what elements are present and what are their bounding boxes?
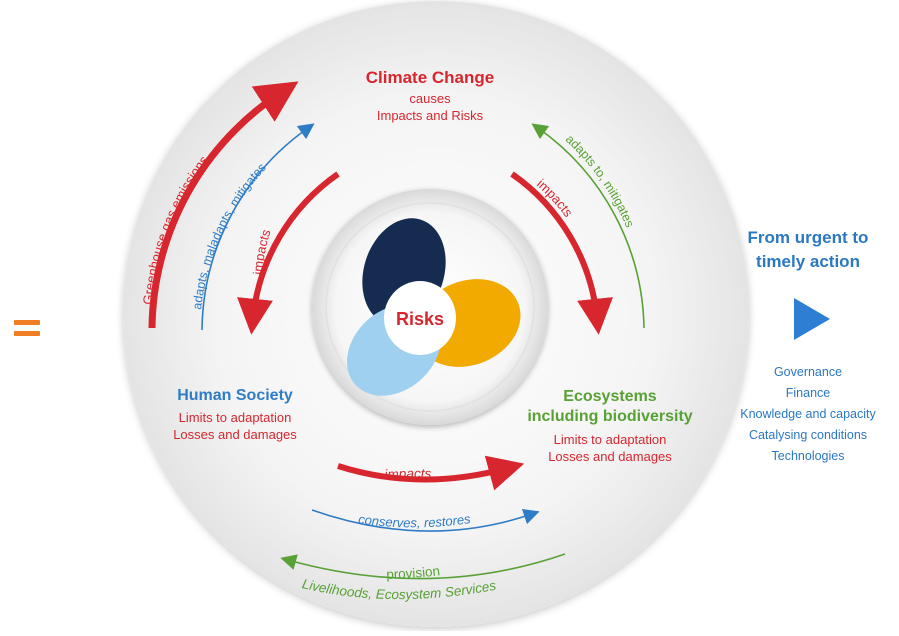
climate-change-line1: causes — [409, 91, 451, 106]
side-panel: From urgent to timely action Governance … — [718, 226, 898, 467]
side-title-line2: timely action — [756, 252, 860, 271]
adapts-maladapts-arrow — [201, 123, 315, 331]
greenhouse-arrow — [148, 81, 299, 329]
equals-sign — [14, 320, 40, 342]
ecosystems-block: Ecosystems including biodiversity Limits… — [505, 387, 715, 465]
impacts-right-arrow — [510, 171, 613, 335]
conserves-label: conserves, restores — [357, 511, 471, 530]
petal-center — [384, 281, 456, 355]
adapts-to-arrow — [531, 123, 645, 329]
side-item-catalysing: Catalysing conditions — [748, 428, 868, 442]
ecosystems-title-1: Ecosystems — [563, 388, 657, 405]
human-society-line2: Losses and damages — [173, 427, 297, 442]
human-society-block: Human Society Limits to adaptation Losse… — [150, 387, 320, 443]
side-item-technologies: Technologies — [771, 449, 845, 463]
provision-label: provision — [386, 563, 441, 582]
side-item-governance: Governance — [773, 365, 843, 379]
climate-change-line2: Impacts and Risks — [376, 108, 484, 123]
play-triangle-icon — [794, 298, 830, 340]
side-list: Governance Finance Knowledge and capacit… — [718, 362, 898, 467]
side-item-finance: Finance — [785, 386, 831, 400]
side-item-knowledge: Knowledge and capacity — [740, 407, 876, 421]
climate-change-title: Climate Change — [365, 68, 495, 87]
ecosystems-line2: Losses and damages — [548, 449, 672, 464]
inner-circle-ring — [325, 202, 535, 412]
center-label: Risks — [396, 309, 444, 329]
ecosystems-title-2: including biodiversity — [527, 408, 693, 425]
side-title-line1: From urgent to — [747, 228, 869, 247]
impacts-bottom-arrow — [337, 455, 525, 491]
climate-change-block: Climate Change causes Impacts and Risks — [320, 68, 540, 124]
ecosystems-line1: Limits to adaptation — [553, 432, 667, 447]
conserves-arrow — [311, 508, 540, 532]
impacts-left-arrow — [237, 171, 340, 335]
human-society-line1: Limits to adaptation — [178, 410, 292, 425]
human-society-title: Human Society — [177, 387, 293, 404]
impacts-bottom-label: impacts — [384, 466, 432, 482]
provision-arrow — [280, 553, 566, 580]
